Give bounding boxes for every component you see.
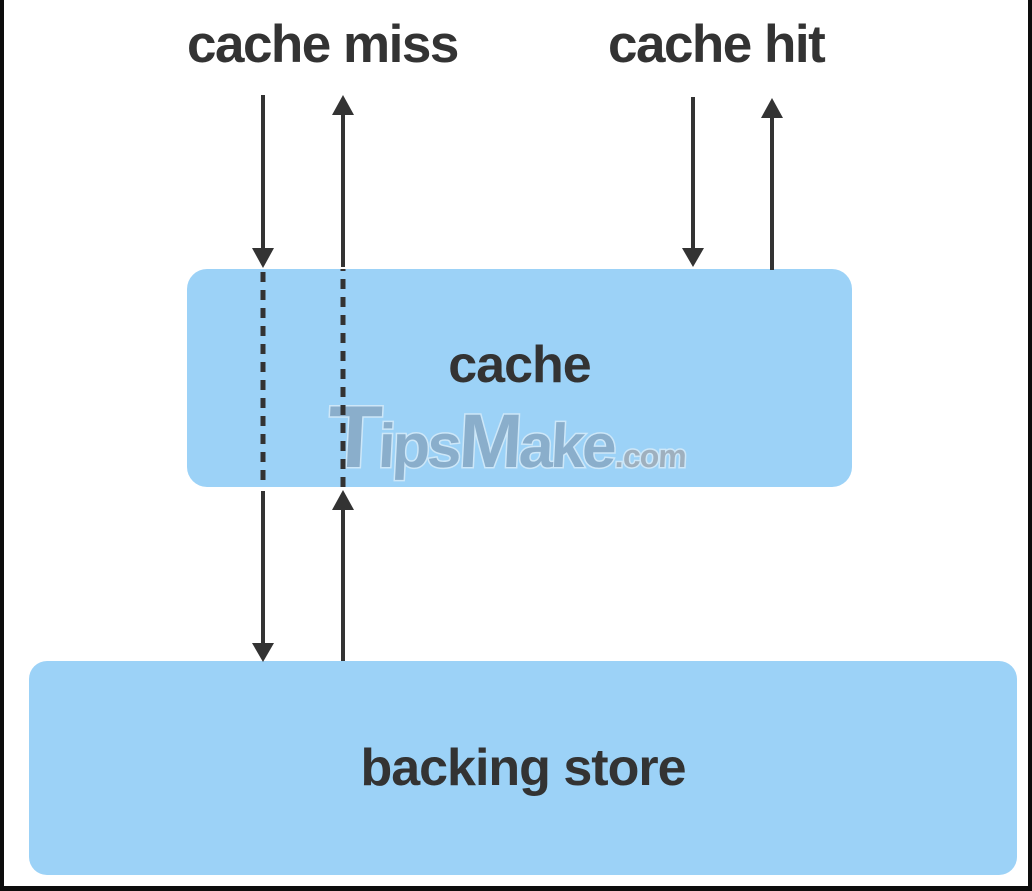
cache-box: cache	[187, 269, 852, 487]
cache-box-label: cache	[448, 336, 591, 394]
cache-hit-label: cache hit	[608, 15, 826, 74]
cache-miss-down-arrowhead-at-backing-store	[252, 643, 274, 662]
cache-miss-up-arrowhead-at-cache	[332, 490, 354, 510]
cache-miss-down-arrowhead-at-cache	[252, 248, 274, 268]
backing-store-box: backing store	[29, 661, 1017, 875]
backing-store-label: backing store	[360, 739, 686, 797]
cache-hit-down-arrowhead-at-cache	[682, 248, 704, 267]
cache-hit-up-arrowhead-at-top	[761, 98, 783, 118]
cache-miss-up-arrowhead-at-top	[332, 95, 354, 115]
cache-miss-label: cache miss	[187, 15, 459, 74]
